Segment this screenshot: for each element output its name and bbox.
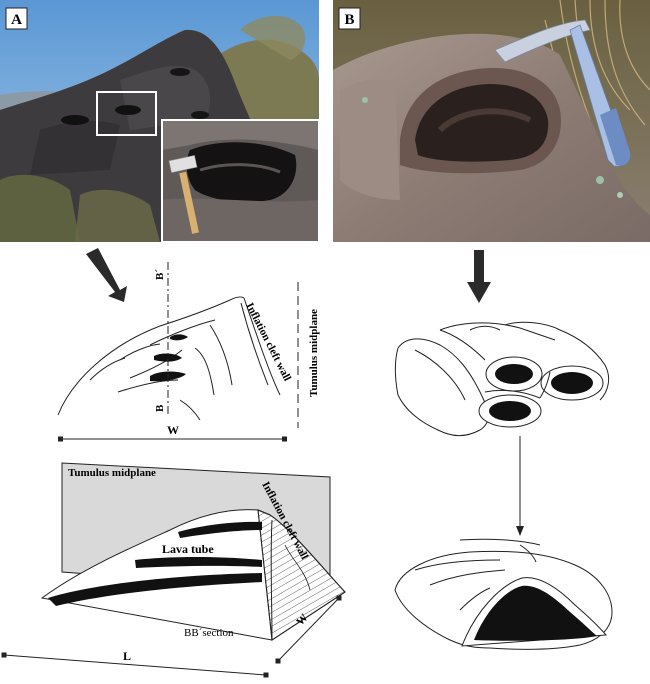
tube-2 <box>551 372 593 394</box>
label-b: B <box>154 404 166 412</box>
label-bb-section: BB´section <box>184 627 234 639</box>
panel-label-a: A <box>11 12 22 28</box>
label-midplane-block: Tumulus midplane <box>68 467 156 479</box>
label-inflation-cleft-sketch: Inflation cleft wall <box>243 301 293 383</box>
label-midplane-sketch: Tumulus midplane <box>308 309 320 397</box>
sketch-b-top <box>394 321 610 437</box>
tube-middle <box>135 557 262 568</box>
photo-a: A <box>0 0 319 242</box>
arrow-b-down <box>516 436 524 536</box>
label-b-prime: B´ <box>154 269 166 280</box>
coalesced-tube <box>474 585 597 641</box>
tube-top <box>178 521 262 538</box>
panel-label-b: B <box>344 12 354 28</box>
tube-1 <box>495 364 533 384</box>
rock-hammer <box>494 19 631 167</box>
photo-b: B <box>333 0 650 242</box>
highlight-box <box>96 91 157 136</box>
sketch-a <box>57 296 281 421</box>
tumulus-body <box>40 509 273 641</box>
tube-bottom <box>48 573 262 606</box>
dimension-w-sketch <box>58 436 287 442</box>
arrow-a <box>86 248 127 302</box>
tube-3 <box>489 401 531 421</box>
dimension-l <box>1 652 269 678</box>
arrow-b <box>467 250 491 303</box>
sketch-a-tubes <box>150 334 188 382</box>
dimension-w-block <box>275 595 342 664</box>
block-diagram: Tumulus midplane Lava tube Inflation cle… <box>40 462 346 641</box>
label-l: L <box>123 649 131 663</box>
sketch-b-tubes <box>489 364 593 421</box>
inset-photo <box>161 119 319 242</box>
cleft-wall-face <box>257 509 346 641</box>
label-lava-tube: Lava tube <box>162 542 214 556</box>
label-w-sketch: W <box>167 423 179 437</box>
